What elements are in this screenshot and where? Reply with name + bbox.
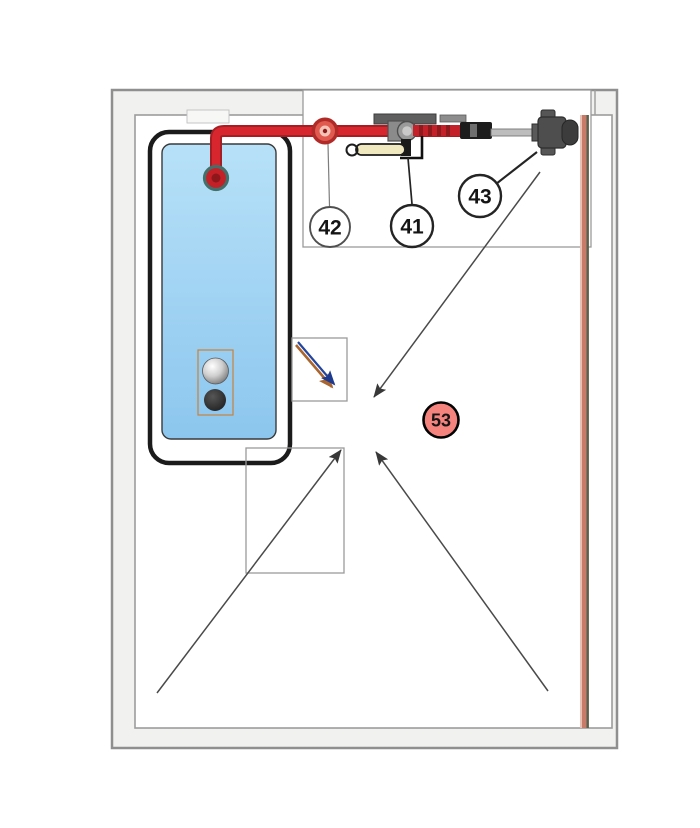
leader-43 [495, 151, 538, 185]
arrow-from-bottom-right [375, 451, 549, 692]
callout-41-circle [389, 203, 435, 249]
drain-valve-ring [311, 117, 339, 145]
coupling-highlight [470, 124, 477, 137]
fitting-cap [561, 119, 579, 146]
valve-knob-center [402, 126, 412, 136]
leader-42 [327, 143, 331, 207]
float-ball-icon [202, 357, 229, 385]
wall-opening-tab [186, 109, 230, 124]
callout-41: 41 [389, 203, 435, 249]
leader-41 [407, 157, 413, 205]
callout-41-label: 41 [400, 216, 424, 239]
outlet-fitting [490, 109, 579, 156]
tank-inlet-center [211, 173, 221, 183]
lever-ring [345, 143, 359, 157]
callout-53-label: 53 [431, 411, 451, 431]
copper-line-light-edge [580, 115, 582, 728]
copper-line-shadow [586, 115, 589, 728]
annotation-box-large [245, 447, 345, 574]
callout-42-circle [309, 206, 351, 248]
arrow-from-top-right [373, 171, 541, 398]
pipe-body [212, 127, 461, 178]
mount-bracket-right [439, 114, 467, 123]
drain-hole-icon [204, 389, 226, 411]
box-arrow-navy [297, 341, 336, 386]
float-sensor-frame [197, 349, 234, 416]
water-tank [147, 129, 293, 466]
callout-42: 42 [309, 206, 351, 248]
copper-pipe-line [580, 115, 589, 728]
arrow-from-bottom-left [156, 449, 342, 694]
supply-pipe [202, 125, 461, 192]
callout-53: 53 [422, 401, 460, 439]
callout-43-circle [457, 173, 503, 219]
hose-corrugations [419, 125, 450, 136]
callout-43-label: 43 [468, 186, 491, 209]
callout-42-label: 42 [318, 217, 341, 240]
callout-leaders [327, 143, 538, 207]
callout-53-circle [422, 401, 460, 439]
annotation-box-small [291, 337, 348, 402]
lever-pivot [401, 139, 411, 156]
direction-arrows [156, 171, 549, 694]
callout-43: 43 [457, 173, 503, 219]
copper-line [582, 115, 587, 728]
ring-hole [322, 128, 328, 134]
lever-bracket [400, 136, 424, 160]
safety-valve-assembly [345, 113, 492, 160]
lever-handle [355, 143, 406, 156]
